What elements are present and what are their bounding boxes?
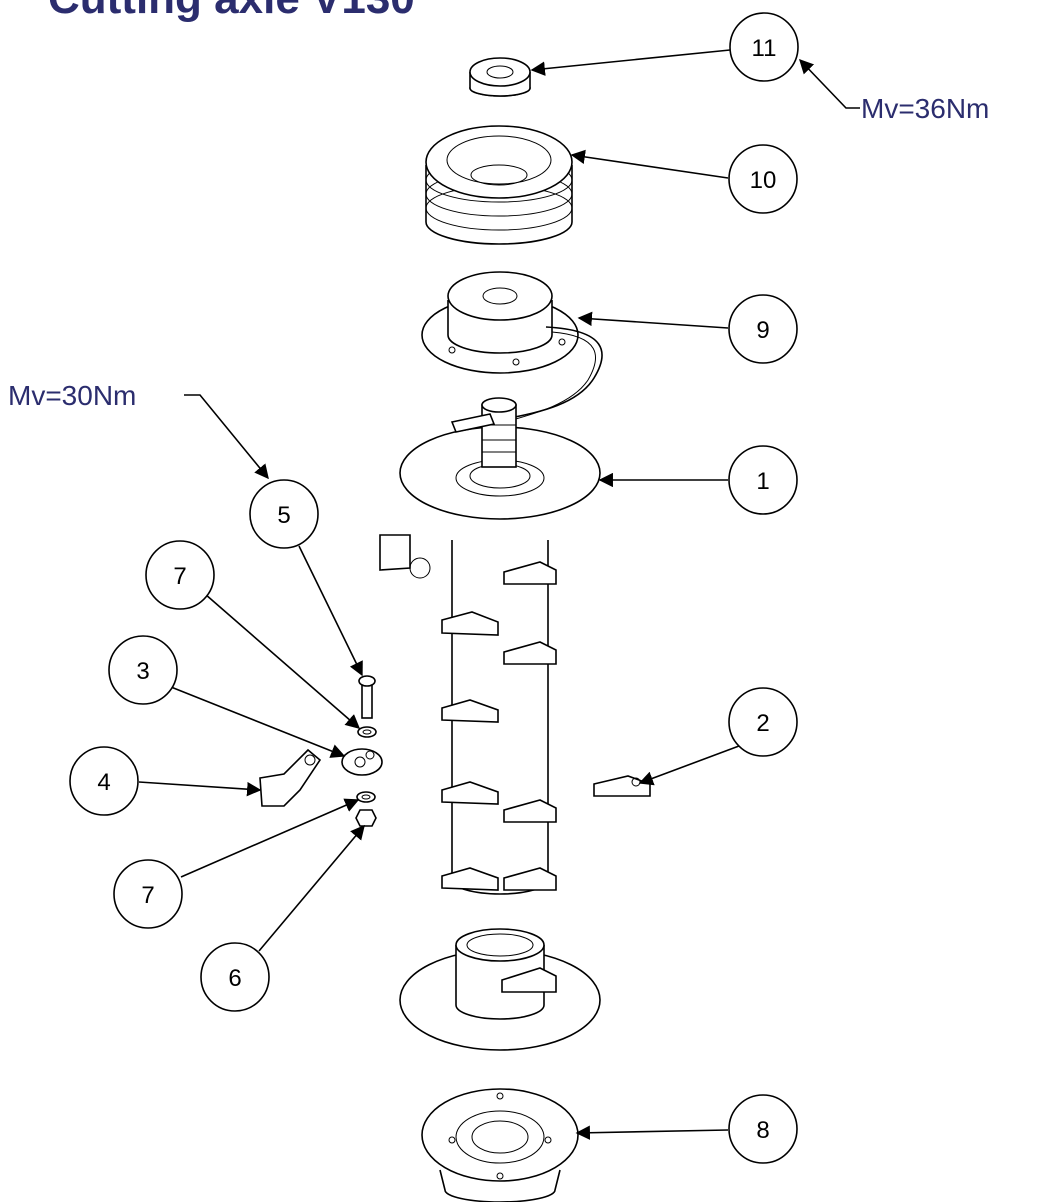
- callout-5: 5: [249, 479, 319, 549]
- part-9-housing: [421, 271, 603, 423]
- part-4-knife-arm: [259, 748, 322, 807]
- callout-8: 8: [728, 1094, 798, 1164]
- leader-4: [138, 781, 262, 797]
- callout-4: 4: [69, 746, 139, 816]
- part-7-washer-upper: [357, 726, 377, 738]
- part-2-blade-holder: [593, 775, 651, 797]
- leader-2: [638, 742, 748, 786]
- diagram-title: Cutting axle V130: [48, 0, 415, 24]
- leader-7-lower: [180, 798, 360, 878]
- lower-disc: [399, 928, 601, 1051]
- leader-11: [530, 49, 731, 76]
- callout-6: 6: [200, 942, 270, 1012]
- torque-leader-top: [799, 58, 860, 109]
- svg-text:4: 4: [97, 769, 110, 796]
- part-5-bolt: [358, 675, 376, 719]
- svg-text:11: 11: [752, 35, 777, 62]
- leader-5: [298, 545, 363, 677]
- part-8-bearing-housing: [421, 1088, 579, 1202]
- part-11-bearing: [469, 57, 531, 97]
- torque-note-top: Mv=36Nm: [861, 93, 989, 124]
- svg-text:10: 10: [750, 167, 777, 194]
- callout-10: 10: [728, 144, 798, 214]
- leader-7-upper: [204, 593, 361, 729]
- svg-text:1: 1: [756, 468, 769, 495]
- svg-text:8: 8: [756, 1117, 769, 1144]
- torque-note-left: Mv=30Nm: [8, 380, 136, 411]
- callout-2: 2: [728, 687, 798, 757]
- svg-text:2: 2: [756, 710, 769, 737]
- callout-7-lower: 7: [113, 859, 183, 929]
- leader-10: [570, 149, 729, 179]
- part-3-knife: [341, 748, 383, 776]
- part-1-upper-disc: [399, 397, 601, 520]
- callout-9: 9: [728, 294, 798, 364]
- part-10-pulley: [425, 125, 573, 245]
- callout-3: 3: [108, 635, 178, 705]
- part-6-nut: [355, 809, 377, 827]
- svg-text:7: 7: [141, 882, 154, 909]
- svg-text:7: 7: [173, 563, 186, 590]
- rotor-tube: [379, 534, 557, 895]
- callout-7-upper: 7: [145, 540, 215, 610]
- callout-1: 1: [728, 445, 798, 515]
- svg-text:9: 9: [756, 317, 769, 344]
- svg-text:5: 5: [277, 502, 290, 529]
- svg-text:6: 6: [228, 965, 241, 992]
- svg-text:3: 3: [136, 658, 149, 685]
- leader-9: [577, 311, 729, 329]
- leader-8: [575, 1125, 729, 1140]
- part-7-washer-lower: [356, 791, 376, 803]
- torque-leader-left: [184, 394, 269, 480]
- leader-3: [170, 686, 346, 758]
- callout-11: 11: [729, 12, 799, 82]
- leader-6: [258, 824, 365, 952]
